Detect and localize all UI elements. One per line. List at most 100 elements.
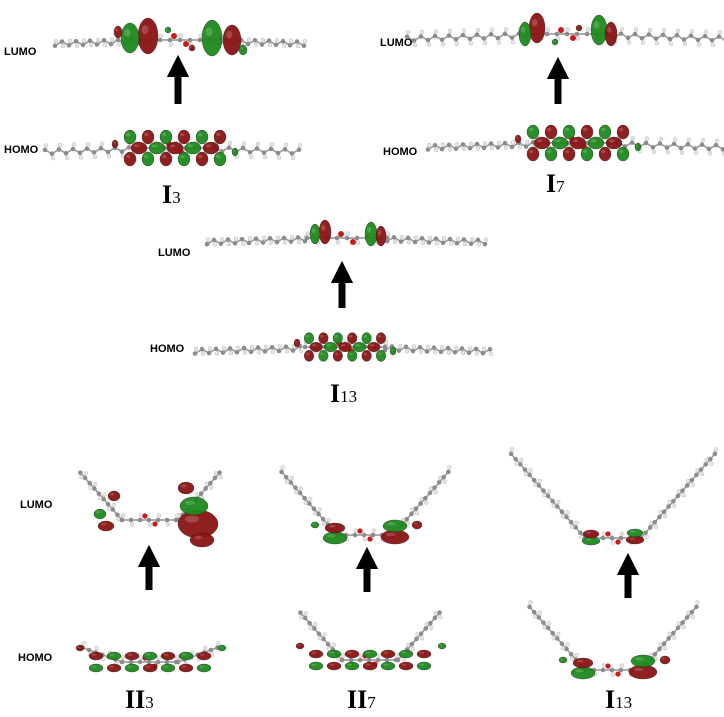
lumo-molecule	[52, 17, 308, 57]
hydrogen-atom	[312, 511, 318, 516]
orbital-lobe-positive	[605, 136, 623, 150]
carbon-atom	[56, 147, 62, 152]
orbital-lobe-negative	[88, 663, 104, 673]
hydrogen-atom	[74, 43, 80, 48]
hydrogen-atom	[556, 631, 561, 637]
carbon-atom	[712, 451, 718, 457]
compound-label: II3	[125, 685, 154, 714]
carbon-atom	[695, 37, 701, 43]
lobe-highlight	[635, 657, 644, 661]
carbon-atom	[252, 37, 258, 43]
carbon-atom	[128, 517, 134, 523]
carbon-atom	[260, 240, 266, 245]
hydrogen-atom	[147, 522, 153, 527]
hydrogen-atom	[468, 41, 474, 46]
orbital-lobe-positive	[416, 649, 432, 659]
orbital-lobe-positive	[308, 649, 324, 659]
lobe-highlight	[115, 28, 119, 32]
hydrogen-atom	[533, 482, 538, 487]
orbital-lobe-positive	[344, 649, 360, 659]
orbital-lobe-positive	[598, 146, 612, 162]
hydrogen-atom	[317, 636, 323, 641]
hydrogen-atom	[138, 655, 144, 660]
carbon-atom	[460, 32, 466, 38]
lobe-highlight	[334, 334, 339, 338]
carbon-atom	[177, 37, 183, 43]
carbon-atom	[474, 32, 480, 37]
carbon-atom	[674, 33, 680, 38]
carbon-atom	[289, 151, 295, 156]
carbon-atom	[618, 31, 624, 36]
hydrogen-atom	[219, 237, 225, 242]
hydrogen-atom	[517, 145, 523, 150]
lobe-highlight	[240, 47, 244, 50]
hydrogen-atom	[412, 42, 418, 48]
carbon-atom	[445, 345, 451, 351]
carbon-atom	[423, 626, 429, 631]
carbon-atom	[646, 32, 652, 37]
carbon-atom	[173, 517, 179, 523]
hydrogen-atom	[276, 155, 282, 160]
lobe-highlight	[127, 665, 133, 668]
carbon-atom	[482, 241, 488, 247]
carbon-atom	[545, 493, 551, 499]
oxygen-atom	[615, 671, 621, 677]
carbon-atom	[297, 490, 303, 496]
hydrogen-atom	[392, 239, 398, 245]
oxygen-atom	[367, 536, 373, 542]
lobe-highlight	[383, 663, 389, 666]
carbon-atom	[475, 237, 481, 243]
hydrogen-atom	[619, 26, 625, 32]
orbital-lobe-positive	[347, 332, 358, 345]
carbon-atom	[119, 659, 125, 665]
carbon-atom	[290, 348, 296, 353]
carbon-atom	[293, 485, 298, 490]
carbon-atom	[550, 630, 555, 636]
hydrogen-atom	[429, 625, 434, 630]
lobe-highlight	[199, 653, 205, 656]
orbital-lobe-negative	[120, 22, 140, 54]
carbon-atom	[101, 496, 106, 502]
lobe-highlight	[216, 132, 221, 137]
carbon-atom	[568, 519, 574, 525]
carbon-atom	[699, 142, 705, 148]
carbon-atom	[253, 236, 259, 242]
lumo-molecule	[279, 465, 452, 545]
orbital-lobe-negative	[195, 129, 209, 145]
lobe-highlight	[636, 144, 639, 147]
carbon-atom	[105, 501, 111, 507]
hydrogen-atom	[92, 154, 98, 160]
carbon-atom	[77, 150, 83, 156]
carbon-atom	[707, 456, 713, 462]
hydrogen-atom	[67, 38, 73, 43]
lobe-highlight	[77, 646, 81, 648]
hydrogen-atom	[533, 614, 538, 619]
hydrogen-atom	[404, 349, 410, 354]
hydrogen-atom	[120, 513, 126, 518]
hydrogen-atom	[336, 657, 341, 662]
hydrogen-atom	[689, 29, 695, 34]
carbon-atom	[87, 480, 92, 486]
hydrogen-atom	[256, 349, 262, 355]
lobe-highlight	[312, 523, 316, 525]
carbon-atom	[245, 41, 251, 47]
hydrogen-atom	[695, 468, 700, 473]
carbon-atom	[146, 659, 152, 665]
orbital-lobe-positive	[580, 124, 594, 140]
carbon-atom	[706, 146, 712, 152]
hydrogen-atom	[537, 478, 542, 484]
lobe-highlight	[311, 228, 316, 233]
hydrogen-atom	[94, 645, 99, 651]
hydrogen-atom	[426, 42, 432, 47]
carbon-atom	[325, 641, 331, 647]
hydrogen-atom	[335, 240, 341, 245]
lobe-highlight	[575, 669, 584, 673]
carbon-atom	[409, 511, 414, 517]
carbon-atom	[541, 488, 546, 493]
carbon-atom	[432, 142, 438, 148]
hydrogen-atom	[426, 142, 432, 148]
carbon-atom	[320, 516, 326, 522]
oxygen-atom	[605, 663, 611, 669]
orbital-lobe-positive	[166, 141, 184, 155]
carbon-atom	[446, 142, 452, 148]
